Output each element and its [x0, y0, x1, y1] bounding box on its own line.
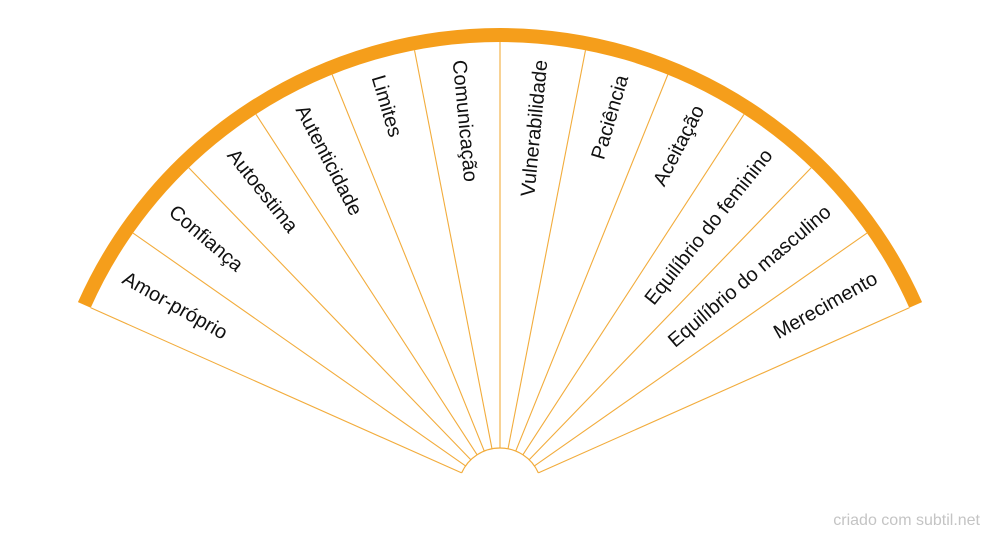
- sector-divider: [515, 74, 669, 452]
- sector-label: Vulnerabilidade: [517, 59, 552, 198]
- sector-divider: [538, 307, 910, 474]
- fan-dividers: [90, 42, 910, 474]
- sector-label: Equilíbrio do masculino: [664, 201, 836, 352]
- sector-label: Amor-próprio: [119, 268, 231, 345]
- sector-divider: [507, 50, 587, 449]
- footer-credit: criado com subtil.net: [833, 512, 980, 529]
- sector-divider: [331, 74, 485, 452]
- sector-label: Paciência: [588, 72, 634, 162]
- sector-label: Merecimento: [770, 268, 881, 344]
- sector-divider: [528, 167, 812, 461]
- sector-divider: [90, 307, 462, 474]
- sector-label: Comunicação: [448, 59, 482, 183]
- sector-divider: [534, 232, 868, 467]
- sector-label: Aceitação: [649, 102, 709, 190]
- sector-label: Limites: [367, 73, 406, 140]
- sector-divider: [132, 232, 466, 467]
- sector-divider: [188, 167, 472, 461]
- sector-divider: [522, 113, 745, 456]
- fan-inner-hub-arc: [461, 447, 539, 474]
- sector-label: Autenticidade: [291, 102, 366, 220]
- sector-label: Autoestima: [222, 145, 302, 238]
- fan-outer-rim: [77, 28, 923, 308]
- sector-divider: [255, 113, 478, 456]
- sector-divider: [413, 50, 493, 449]
- sector-label: Confiança: [164, 201, 247, 277]
